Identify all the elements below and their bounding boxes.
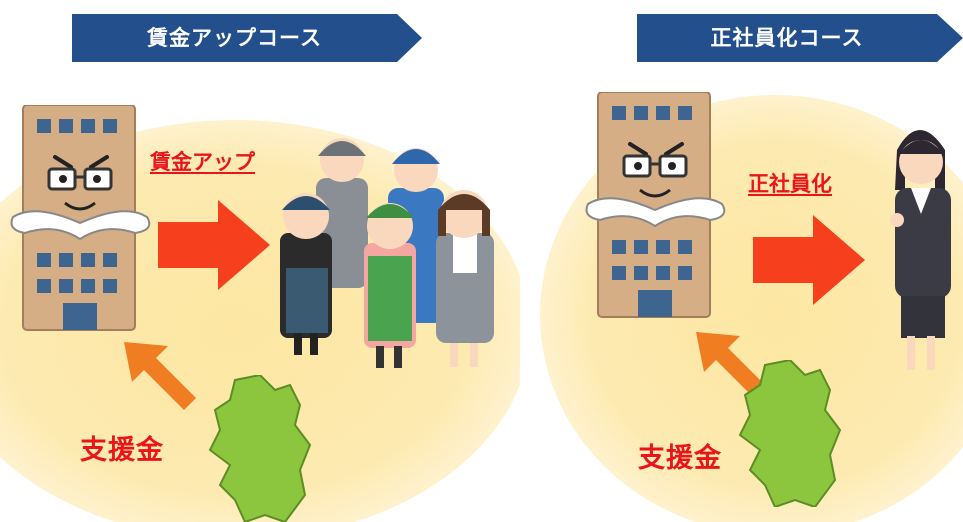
regular-employment-course-panel: 正社員化コース 正社員化 支援金 [540, 0, 963, 522]
company-building-icon [10, 105, 151, 331]
course-title: 正社員化コース [710, 26, 864, 50]
course-banner: 正社員化コース [637, 14, 963, 62]
right-arrow-icon [158, 200, 270, 290]
prefecture-map-icon [208, 375, 312, 522]
wage-increase-course-panel: 賃金アップコース 賃金アップ 支援金 [0, 14, 520, 522]
company-building-icon [585, 92, 726, 318]
arrow-label: 賃金アップ [150, 150, 255, 174]
diagonal-arrow-icon [124, 342, 196, 410]
office-worker-icon [890, 130, 951, 370]
arrow-label: 正社員化 [748, 172, 832, 196]
support-money-label: 支援金 [80, 435, 164, 466]
course-title: 賃金アップコース [147, 26, 322, 50]
workers-group-icon [280, 138, 494, 368]
prefecture-map-icon [738, 360, 842, 507]
support-money-label: 支援金 [638, 443, 722, 474]
right-arrow-icon [753, 215, 865, 305]
diagonal-arrow-icon [696, 332, 768, 400]
course-banner: 賃金アップコース [72, 14, 422, 62]
